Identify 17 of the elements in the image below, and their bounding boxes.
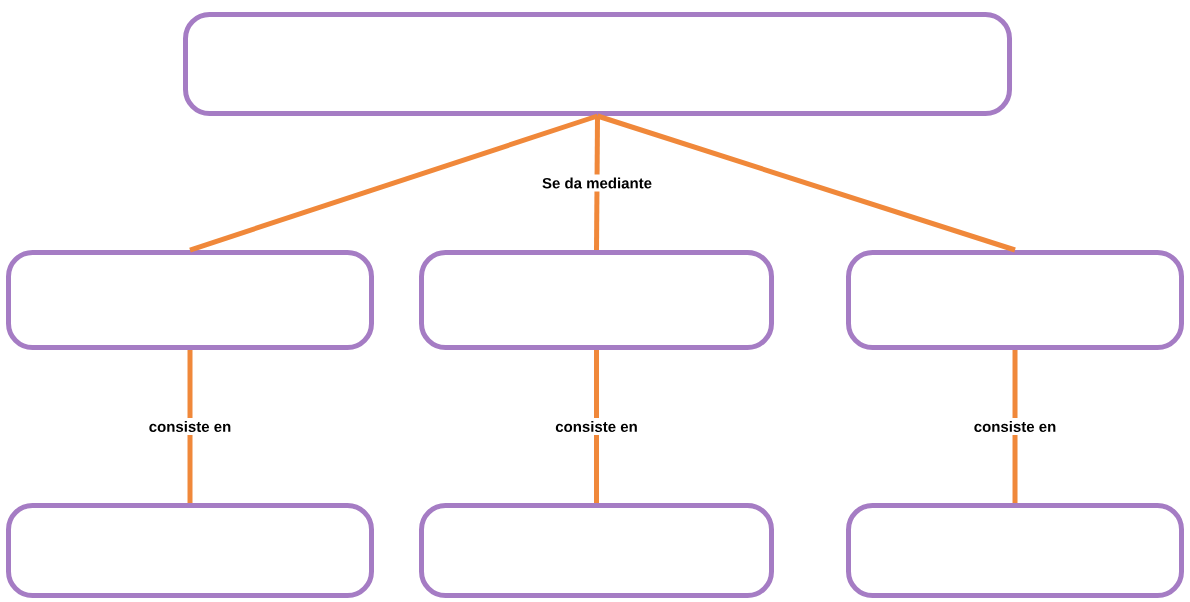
connector-line	[594, 350, 599, 503]
connector-line	[594, 116, 600, 250]
edge-label: consiste en	[145, 418, 235, 435]
edge-label: Se da mediante	[539, 174, 656, 192]
concept-box	[183, 12, 1012, 116]
concept-box	[6, 250, 374, 350]
edge-label: consiste en	[552, 418, 641, 435]
edge-label: consiste en	[970, 418, 1060, 435]
connector-line	[596, 113, 1016, 253]
connector-line	[1012, 350, 1018, 503]
concept-box	[419, 250, 774, 350]
concept-box	[419, 503, 774, 598]
connector-line	[187, 350, 193, 503]
concept-box	[6, 503, 374, 598]
connector-line	[189, 113, 599, 253]
concept-box	[846, 503, 1184, 598]
concept-box	[846, 250, 1184, 350]
